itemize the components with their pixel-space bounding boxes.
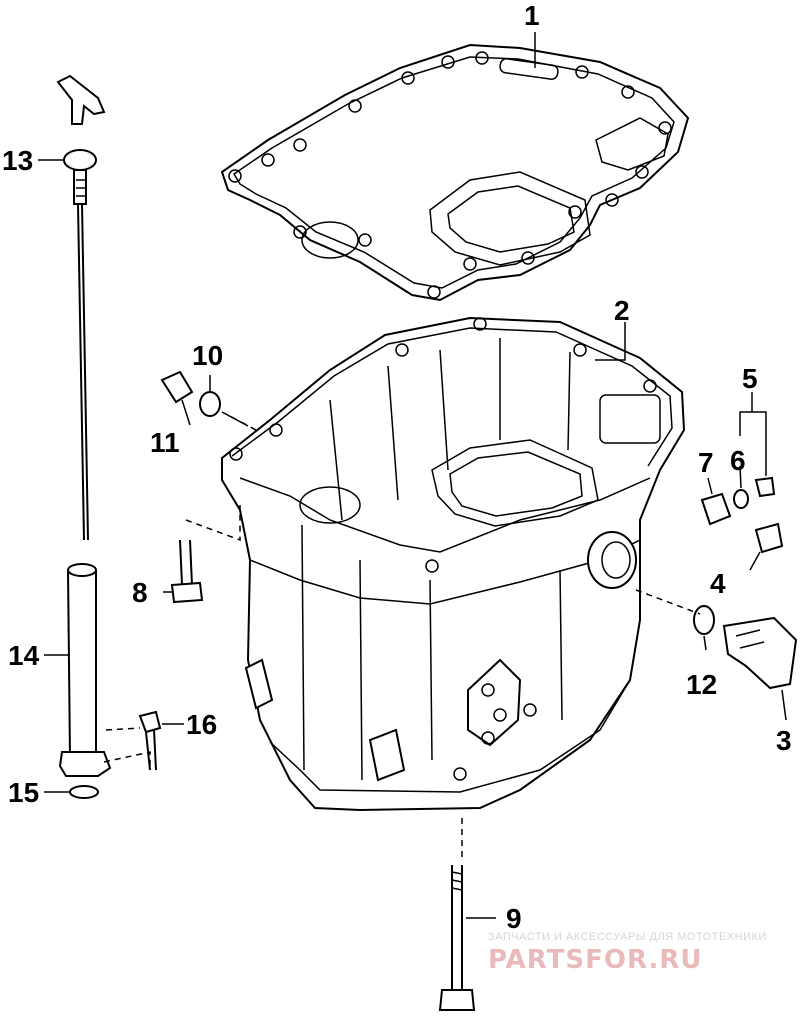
assembly-lines	[103, 413, 701, 860]
callout-9: 9	[506, 903, 522, 934]
part-10-washer	[199, 391, 221, 417]
part-1-gasket	[220, 43, 690, 302]
part-6-o-ring	[733, 489, 749, 509]
part-8-bolt	[170, 539, 204, 604]
callout-3: 3	[776, 725, 792, 756]
part-13-dipstick	[56, 74, 106, 541]
part-2-oil-pan	[221, 316, 686, 812]
callout-15: 15	[8, 777, 39, 808]
callout-12: 12	[686, 669, 717, 700]
callout-8: 8	[132, 577, 148, 608]
part-5-screw	[754, 476, 776, 498]
callout-11: 11	[150, 427, 180, 458]
part-14-dipstick-guide	[58, 563, 112, 777]
watermark: ЗАПЧАСТИ И АКСЕССУАРЫ ДЛЯ МОТОТЕХНИКИ PA…	[488, 931, 767, 975]
callout-5: 5	[742, 363, 758, 394]
callout-1: 1	[524, 0, 540, 31]
watermark-logo: PARTSFOR.RU	[488, 945, 702, 975]
part-12-o-ring	[693, 605, 715, 635]
callout-16: 16	[186, 709, 217, 740]
part-4-cap	[754, 522, 784, 554]
part-7-plug	[700, 492, 732, 526]
callout-labels: 1 2 3 4 5 6 7 8 9 10 11 12 13 14 15 16	[2, 0, 792, 934]
callout-2: 2	[614, 295, 630, 326]
part-15-o-ring	[69, 785, 99, 799]
callout-4: 4	[710, 568, 726, 599]
part-16-bolt	[138, 710, 162, 771]
callout-13: 13	[2, 145, 33, 176]
callout-6: 6	[730, 445, 746, 476]
callout-14: 14	[8, 640, 40, 671]
part-11-drain-plug	[160, 370, 194, 404]
part-3-drain-valve	[722, 616, 798, 690]
part-9-long-bolt	[438, 865, 476, 1011]
callout-10: 10	[192, 340, 223, 371]
watermark-tagline: ЗАПЧАСТИ И АКСЕССУАРЫ ДЛЯ МОТОТЕХНИКИ	[488, 931, 767, 943]
callout-7: 7	[698, 447, 714, 478]
